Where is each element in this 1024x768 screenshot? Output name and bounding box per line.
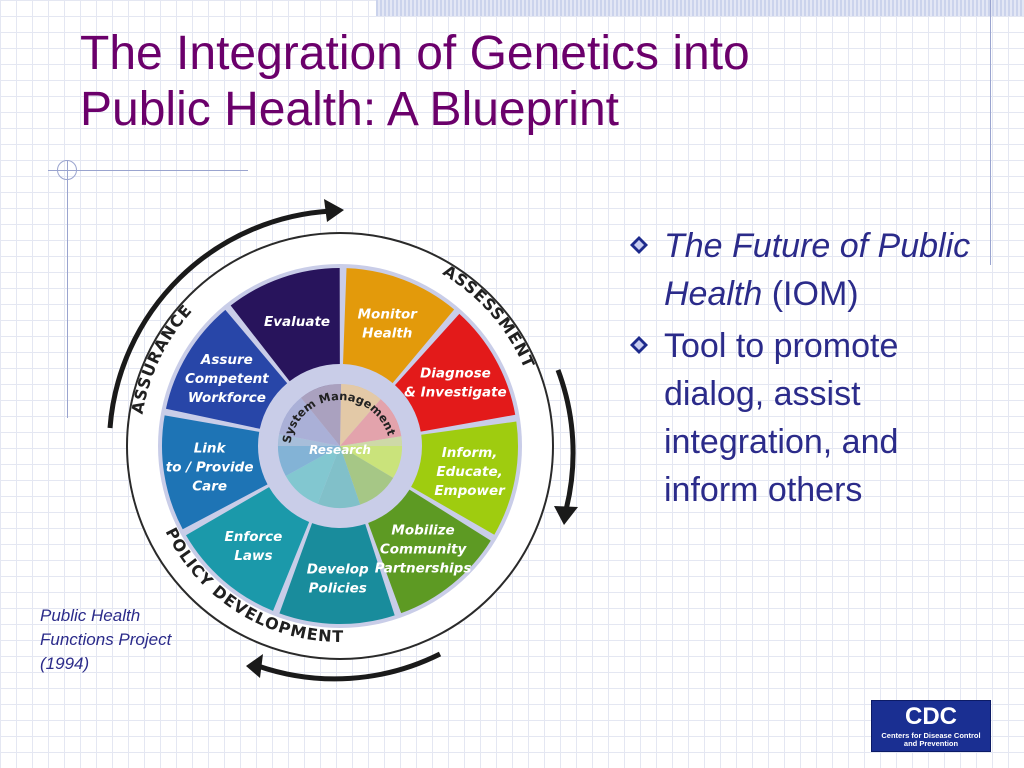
segment-label-line: Monitor	[358, 306, 419, 322]
cdc-logo: CDC Centers for Disease Control and Prev…	[871, 700, 991, 752]
diamond-bullet-icon	[630, 236, 648, 254]
segment-label-line: Develop	[307, 561, 369, 577]
hub-slice-inform	[340, 436, 402, 478]
hub-upper-shade	[278, 384, 402, 446]
segment-label-line: Diagnose	[420, 366, 491, 382]
segment-develop	[279, 523, 395, 624]
bullet-item-tool-to-promote: Tool to promote dialog, assist integrati…	[622, 322, 992, 514]
decorative-horizontal-line	[48, 170, 248, 171]
segment-label-line: Competent	[185, 371, 269, 387]
segment-enforce	[186, 487, 310, 611]
cdc-logo-name: Centers for Disease Control and Preventi…	[872, 732, 990, 748]
hub-slice-mobilize	[340, 446, 394, 505]
decorative-circle-ornament	[57, 160, 77, 180]
bullet-1-italic-text: The Future of Public Health	[664, 227, 971, 313]
source-citation: Public Health Functions Project (1994)	[40, 604, 171, 676]
arrow-right	[555, 369, 576, 511]
hub-slice-enforce	[285, 446, 340, 504]
decorative-vertical-line-left	[67, 160, 68, 418]
bullet-1-text: (IOM)	[771, 275, 859, 313]
source-line-1: Public Health	[40, 606, 141, 625]
cycle-arrows	[107, 208, 576, 682]
segment-label-line: Empower	[434, 483, 506, 499]
bullet-item-future-of-public-health: The Future of Public Health (IOM)	[622, 222, 992, 318]
hub-slice-assure	[279, 397, 340, 446]
arrow-head-bottom	[246, 654, 263, 678]
slide-title-line-1: The Integration of Genetics into	[80, 27, 750, 80]
segment-label-line: Assure	[200, 352, 253, 368]
segment-label-line: Mobilize	[391, 523, 454, 539]
slide-title: The Integration of Genetics into Public …	[80, 26, 960, 138]
segment-evaluate	[230, 268, 340, 382]
source-line-3: (1994)	[40, 654, 90, 673]
bullet-list: The Future of Public Health (IOM) Tool t…	[622, 222, 992, 518]
segment-label-line: Policies	[309, 580, 367, 596]
hub-slice-link	[278, 434, 340, 477]
hub-slice-monitor	[340, 384, 381, 446]
function-segments	[162, 268, 518, 624]
segment-label-line: Laws	[234, 548, 272, 564]
segment-label-line: Inform,	[442, 445, 498, 461]
segment-label-line: Evaluate	[264, 314, 330, 330]
top-decorative-band	[376, 0, 1024, 16]
diamond-bullet-icon	[630, 336, 648, 354]
segment-label-line: Partnerships	[375, 561, 472, 577]
segment-label-line: to / Provide	[166, 460, 254, 476]
hub-slice-develop	[317, 446, 361, 508]
arrow-top	[107, 208, 333, 429]
bullet-2-text: Tool to promote dialog, assist integrati…	[664, 327, 899, 509]
segment-label-line: Link	[194, 441, 227, 457]
decorative-vertical-line-right	[990, 0, 991, 265]
segment-label-line: Workforce	[188, 390, 266, 406]
segment-label-evaluate: Evaluate	[264, 314, 330, 330]
arrow-bottom	[257, 651, 442, 682]
segment-label-line: Educate,	[436, 464, 502, 480]
segment-label-line: Health	[362, 325, 412, 341]
segment-monitor	[343, 268, 455, 384]
slide-title-line-2: Public Health: A Blueprint	[80, 83, 619, 136]
cdc-logo-name-line-2: and Prevention	[903, 739, 959, 748]
hub-slice-evaluate	[300, 384, 342, 446]
hub-label-research: Research	[309, 443, 371, 457]
segment-label-diagnose: Diagnose & Investigate	[404, 366, 507, 401]
segment-mobilize	[368, 489, 491, 614]
segment-label-line: Community	[380, 542, 468, 558]
segment-label-line: Care	[192, 479, 227, 495]
source-line-2: Functions Project	[40, 630, 172, 649]
segment-link	[162, 415, 268, 530]
arrow-heads	[246, 199, 578, 678]
segment-assure	[165, 309, 288, 429]
arrow-head-top	[324, 199, 344, 222]
arrow-head-right	[554, 506, 578, 525]
segment-diagnose	[394, 313, 516, 432]
segment-inform	[411, 421, 518, 535]
cdc-logo-name-line-1: Centers for Disease Control	[881, 731, 981, 740]
segment-label-line: & Investigate	[404, 385, 507, 401]
hub-slice-diagnose	[340, 399, 402, 446]
cdc-logo-abbreviation: CDC	[905, 703, 957, 730]
segment-label-inform: Inform, Educate, Empower	[434, 445, 506, 499]
segment-label-line: Enforce	[225, 529, 283, 545]
